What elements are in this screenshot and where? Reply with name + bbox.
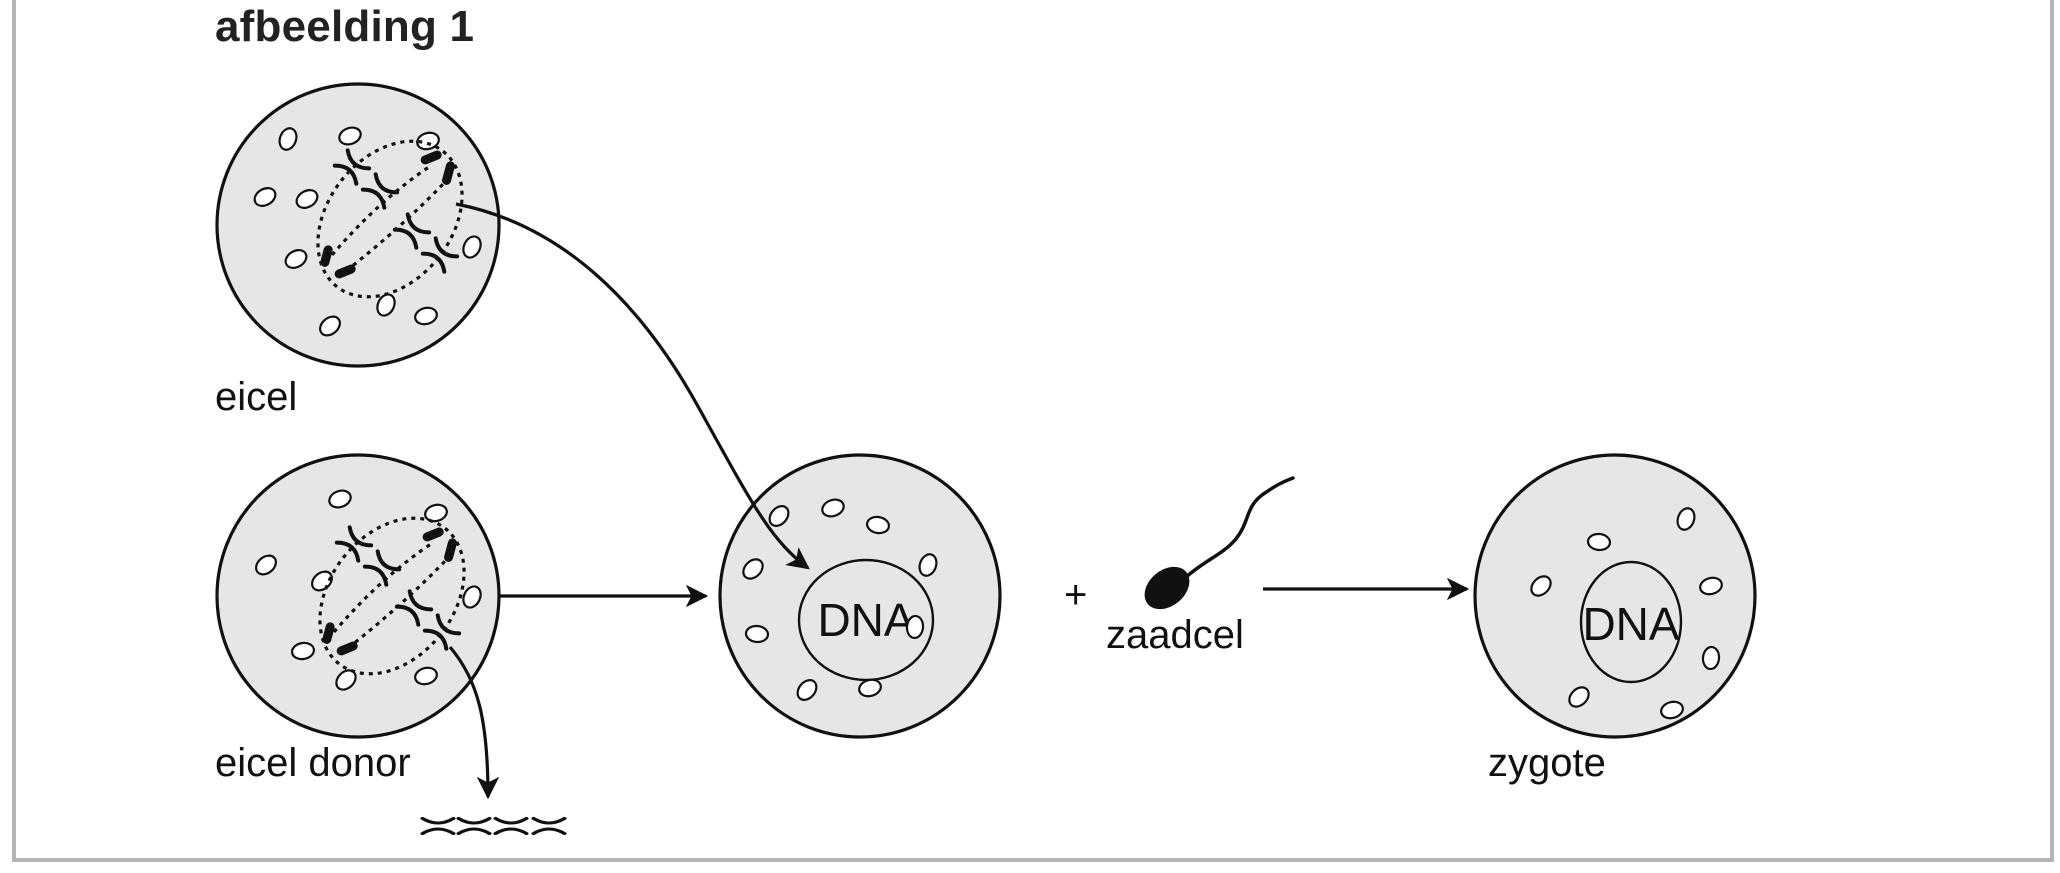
arrow-chromosomes-removed (448, 645, 500, 800)
cell-eicel: eicel (215, 82, 501, 419)
label-zygote: zygote (1488, 741, 1606, 785)
figure-frame (12, 0, 2054, 862)
arrow-eicel-to-nucleus (455, 202, 810, 570)
cell-membrane (215, 453, 501, 739)
sperm-head (1144, 566, 1190, 610)
sperm-tail (1183, 476, 1295, 580)
chromosome-icon (534, 819, 565, 834)
cell-eicel-donor: eicel donor (215, 453, 501, 785)
label-zaadcel: zaadcel (1106, 613, 1244, 657)
chromosome-icon (459, 819, 490, 834)
nucleus-label: DNA (1582, 598, 1679, 650)
label-eicel: eicel (215, 375, 297, 419)
chromosome-icon (496, 819, 527, 834)
nucleus-label: DNA (817, 594, 914, 646)
sperm-zaadcel: zaadcel (1106, 476, 1295, 657)
cell-zygote: DNA zygote (1473, 453, 1757, 785)
figure-title: afbeelding 1 (215, 2, 475, 51)
nucleus (1579, 560, 1683, 684)
removed-chromosomes (423, 819, 565, 834)
cell-enucleated-with-dna: DNA (718, 453, 1002, 739)
plus-sign: + (1064, 573, 1087, 617)
chromosome-icon (423, 819, 454, 834)
label-eicel-donor: eicel donor (215, 741, 411, 785)
